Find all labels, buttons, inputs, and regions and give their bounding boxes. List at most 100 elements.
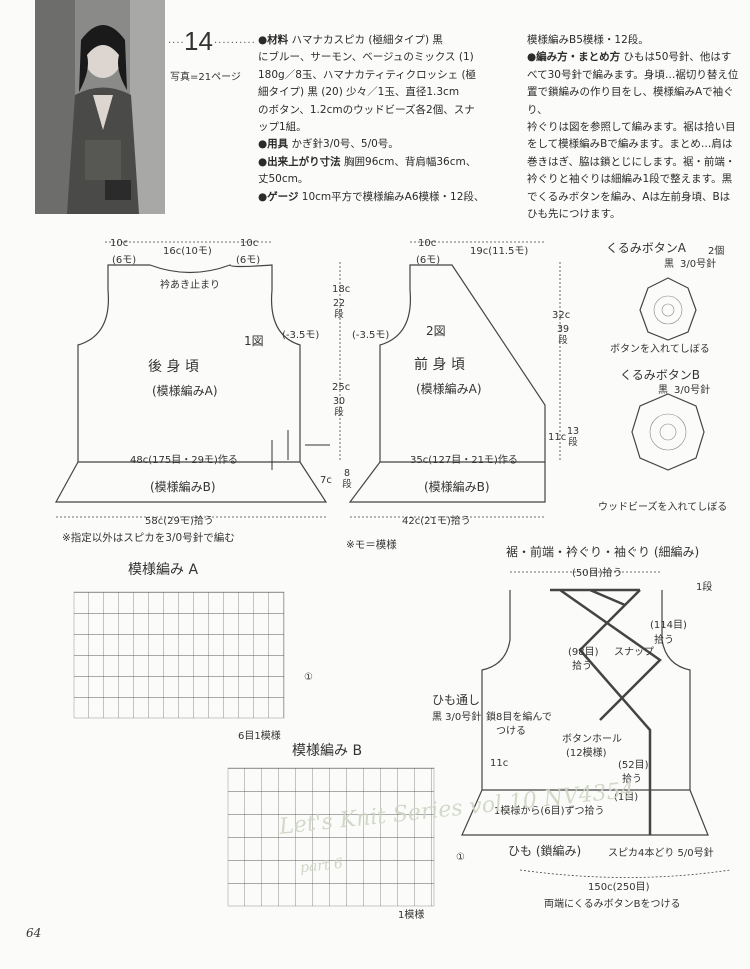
front-h1-rows: 39段 xyxy=(556,324,570,346)
front-dim-left: 10c xyxy=(418,238,437,249)
cord-length: 150c(250目) xyxy=(588,882,650,893)
button-b-note: ウッドビーズを入れてしぼる xyxy=(598,502,728,513)
vertical-dimension-lines xyxy=(339,262,561,462)
model-photo xyxy=(35,0,165,214)
front-bottom: 42c(21モ)拾う xyxy=(402,516,471,527)
finish-side: 11c xyxy=(490,758,509,769)
front-armhole: (-3.5モ) xyxy=(352,330,390,341)
back-dim-mid: 16c(10モ) xyxy=(163,246,212,257)
button-a-needle: 3/0号針 xyxy=(680,259,717,270)
back-hem-rows: 8段 xyxy=(342,468,352,490)
finish-outline xyxy=(481,590,691,791)
back-neck-stop: 衿あき止まり xyxy=(160,280,220,291)
mo-note: ※モ＝模様 xyxy=(346,539,397,551)
back-h1-rows: 22段 xyxy=(332,298,346,320)
finish-loop-note2: つける xyxy=(496,726,526,737)
front-h2-rows: 13段 xyxy=(566,426,580,448)
button-b-shape xyxy=(631,393,705,471)
back-body-outline xyxy=(77,264,301,463)
instr-line: 巻きはぎ、脇は鎖とじにします。裾・前端・ xyxy=(527,155,736,168)
finish-buttonhole: ボタンホール xyxy=(562,734,622,745)
finish-front-pick2: 拾う xyxy=(622,774,642,785)
dimension-lines xyxy=(56,241,545,518)
button-b-needle: 3/0号針 xyxy=(674,385,711,396)
button-a-note: ボタンを入れてしぼる xyxy=(610,344,710,355)
pattern-a-repeat: 6目1模様 xyxy=(238,731,281,742)
instr-line: をして模様編みBで編みます。まとめ…肩は xyxy=(527,138,733,151)
front-h1: 32c xyxy=(552,310,571,321)
instructions-column-right: 模様編みB5模様・12段。 ●編み方・まとめ方 ひもは50号針、他はす べて30… xyxy=(527,32,749,223)
pattern-b-repeat: 1模様 xyxy=(398,910,425,921)
pattern-b-row-mark: ① xyxy=(456,852,465,863)
leader-dots-right: ·········· xyxy=(214,38,256,49)
pattern-a-row-mark: ① xyxy=(304,672,313,683)
pattern-a-title: 模様編み A xyxy=(128,562,199,578)
finish-shoulder: (50目)拾う xyxy=(572,568,623,579)
button-a-title: くるみボタンA xyxy=(606,241,686,255)
instr-line: 置で鎖編みの作り目をし、模様編みAで袖ぐり、 xyxy=(527,86,734,116)
instr-line: 丈50cm。 xyxy=(258,173,309,186)
front-fig: 2図 xyxy=(426,324,446,338)
finish-front-pick: (52目) xyxy=(618,760,649,771)
instructions-column-left: ●材料 ハマナカスピカ (極細タイプ) 黒 にブルー、サーモン、ベージュのミック… xyxy=(258,32,520,206)
cord-line xyxy=(519,869,731,878)
finish-row1: 1段 xyxy=(696,582,713,593)
finish-armhole: (114目) xyxy=(650,620,687,631)
finish-cord-loop2: 黒 3/0号針 xyxy=(432,712,482,723)
front-dim-right: 19c(11.5モ) xyxy=(470,246,529,257)
instr-line: でくるみボタンを編み、Aは左前身頃、Bは xyxy=(527,190,731,203)
back-h2: 25c xyxy=(332,382,351,393)
instr-line: ●ゲージ 10cm平方で模様編みA6模様・12段、 xyxy=(258,190,485,203)
instr-line: ップ1組。 xyxy=(258,121,307,134)
cord-note: 両端にくるみボタンBをつける xyxy=(544,899,681,910)
finish-hem-row: (1目) xyxy=(614,792,639,803)
instr-line: にブルー、サーモン、ベージュのミックス (1) xyxy=(258,51,474,64)
needle-note: ※指定以外はスピカを3/0号針で編む xyxy=(62,532,235,544)
instr-line: 模様編みB5模様・12段。 xyxy=(527,34,649,46)
finish-snap: スナップ xyxy=(614,647,654,658)
finish-cord-loop: ひも通し xyxy=(432,693,481,707)
back-dim-right-st: (6モ) xyxy=(236,255,261,266)
back-dim-left-st: (6モ) xyxy=(112,255,137,266)
leader-dots-left: ···· xyxy=(168,38,185,49)
button-a-count: 2個 xyxy=(708,246,725,257)
instr-line: ●用具 かぎ針3/0号、5/0号。 xyxy=(258,138,399,151)
pattern-a-grid xyxy=(74,592,284,718)
instr-line: ●編み方・まとめ方 ひもは50号針、他はす xyxy=(527,51,732,64)
back-dim-right: 10c xyxy=(240,238,259,249)
back-stitch-b: (模様編みB) xyxy=(150,480,216,494)
back-dim-left: 10c xyxy=(110,238,129,249)
back-chain: 48c(175目・29モ)作る xyxy=(130,455,238,466)
instr-line: べて30号針で編みます。身頃…裾切り替え位 xyxy=(527,68,739,81)
finish-loop-note1: 鎖8目を編んで xyxy=(486,712,552,723)
button-a-shape xyxy=(639,277,697,341)
finish-neck2: 拾う xyxy=(572,661,592,672)
instr-line: ●出来上がり寸法 胸囲96cm、背肩幅36cm、 xyxy=(258,155,477,168)
instr-line: ●材料 ハマナカスピカ (極細タイプ) 黒 xyxy=(258,34,443,46)
photo-reference: 写真=21ページ xyxy=(170,72,241,83)
front-h2: 11c xyxy=(548,432,567,443)
page-number: 64 xyxy=(26,926,42,940)
cord-spec: スピカ4本どり 5/0号針 xyxy=(608,848,714,859)
back-bottom: 58c(29モ)拾う xyxy=(145,516,214,527)
back-title: 後 身 頃 xyxy=(148,359,199,375)
instr-line: 細タイプ) 黒 (20) 少々／1玉、直径1.3cm xyxy=(258,86,460,99)
finish-title: 裾・前端・衿ぐり・袖ぐり (細編み) xyxy=(506,545,700,559)
back-fig: 1図 xyxy=(244,334,264,348)
instr-line: ひも先につけます。 xyxy=(527,208,621,221)
finish-front-band xyxy=(578,589,652,835)
instr-line: 衿ぐりと袖ぐりは細編み1段で整えます。黒 xyxy=(527,173,733,186)
back-h2-rows: 30段 xyxy=(332,396,346,418)
back-armhole: (-3.5モ) xyxy=(282,330,320,341)
instr-line: 180g／8玉、ハマナカティティクロッシェ (極 xyxy=(258,68,477,81)
front-stitch-a: (模様編みA) xyxy=(416,382,482,396)
pattern-b-grid xyxy=(228,768,434,906)
finish-hem-pick: 1模様から(6目)ずつ拾う xyxy=(494,806,605,817)
back-h1: 18c xyxy=(332,284,351,295)
front-title: 前 身 頃 xyxy=(414,357,465,373)
finish-neck-bands xyxy=(550,588,662,721)
finish-neck: (98目) xyxy=(568,647,599,658)
finish-buttonhole2: (12模様) xyxy=(566,748,607,759)
front-body-outline xyxy=(379,264,546,463)
instr-line: 衿ぐりは図を参照して編みます。裾は拾い目 xyxy=(527,121,736,134)
